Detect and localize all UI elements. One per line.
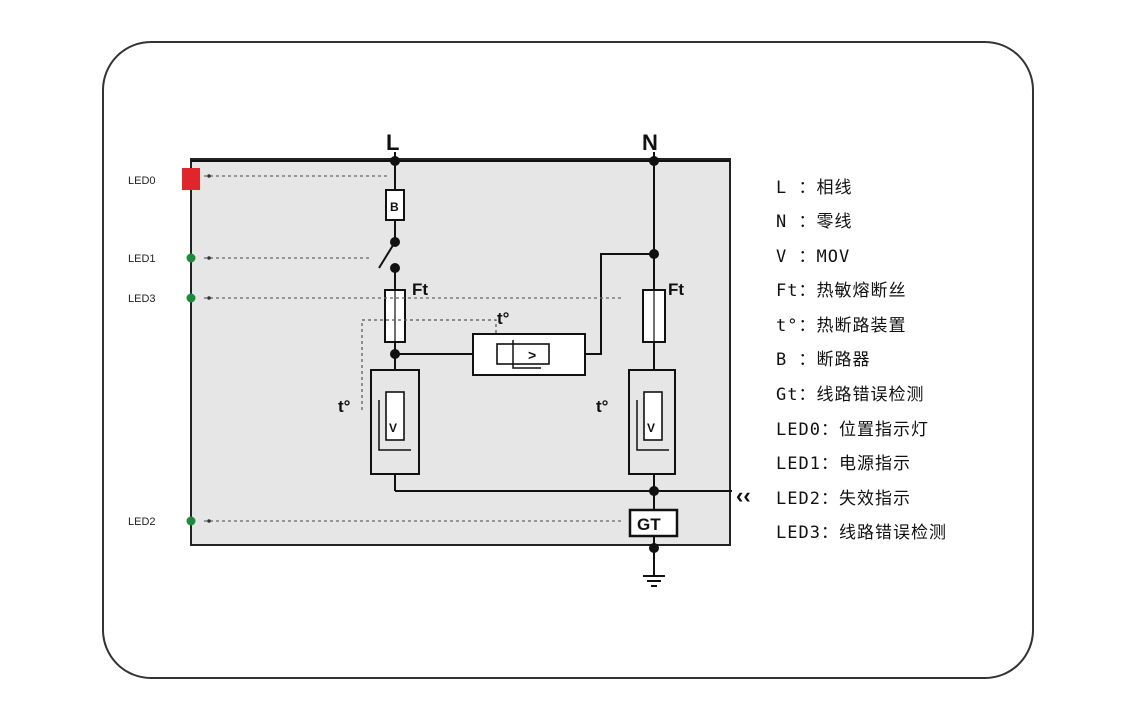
legend-item: LED1：电源指示	[776, 454, 911, 474]
legend-item: Ft：热敏熔断丝	[776, 281, 906, 301]
ground-icon	[643, 567, 665, 587]
led1-indicator	[186, 253, 196, 263]
legend-item: L ：相线	[776, 178, 852, 198]
led0-indicator	[182, 168, 200, 190]
led-lines	[204, 175, 624, 522]
legend-item: B ：断路器	[776, 350, 870, 370]
legend-item: LED3：线路错误检测	[776, 523, 947, 543]
indicator-label: >	[528, 347, 536, 363]
output-marker-icon: ‹‹	[736, 483, 751, 508]
fuse-right-label: Ft	[668, 280, 684, 299]
legend-item: V ：MOV	[776, 247, 850, 267]
led3-indicator	[186, 293, 196, 303]
gas-tube-box	[628, 508, 679, 538]
mov-right-label: V	[647, 421, 655, 435]
thermal-top-label: t°	[497, 309, 510, 328]
neutral-branch	[191, 152, 730, 567]
junction-dots	[390, 156, 659, 553]
legend-item: LED0：位置指示灯	[776, 420, 929, 440]
mov-left-label: V	[389, 421, 397, 435]
terminal-l-label: L	[386, 130, 399, 155]
led-line-dots	[207, 174, 211, 523]
thermal-left-label: t°	[338, 397, 351, 416]
legend-item: t°：热断路装置	[776, 316, 906, 336]
legend-item: N ：零线	[776, 212, 852, 232]
breaker-box	[385, 189, 405, 221]
mov-right-inner	[643, 391, 663, 441]
legend-item: LED2：失效指示	[776, 489, 911, 509]
terminal-n-label: N	[642, 130, 658, 155]
legend: L ：相线 N ：零线 V ：MOV Ft：热敏熔断丝 t°：热断路装置 B ：…	[776, 178, 947, 543]
legend-item: Gt：线路错误检测	[776, 385, 924, 405]
led0-label: LED0	[128, 175, 156, 187]
indicator-inner	[496, 343, 550, 365]
breaker-label: B	[390, 200, 399, 214]
module-panel	[190, 158, 731, 546]
fuse-left-label: Ft	[412, 280, 428, 299]
led2-label: LED2	[128, 516, 156, 528]
mov-left-inner	[385, 391, 405, 441]
gas-tube-label: GT	[637, 515, 661, 534]
thermal-right-label: t°	[596, 397, 609, 416]
led2-indicator	[186, 516, 196, 526]
led1-label: LED1	[128, 253, 156, 265]
thermal-link-top	[361, 319, 497, 410]
led3-label: LED3	[128, 293, 156, 305]
